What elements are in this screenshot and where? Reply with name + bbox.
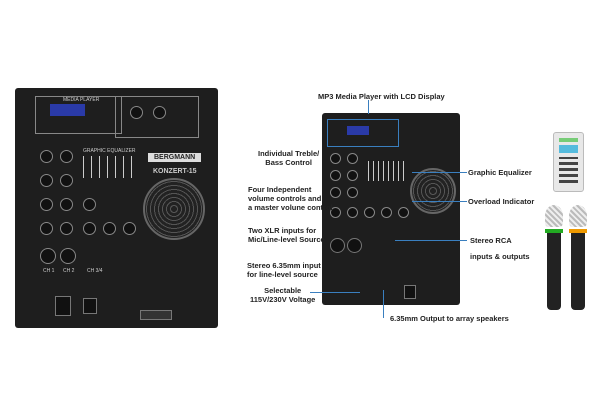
model-label: KONZERT-15	[153, 168, 197, 175]
amplifier-diagram-photo	[322, 113, 460, 305]
equalizer-label: GRAPHIC EQUALIZER	[83, 148, 136, 154]
microphone-photo	[544, 205, 564, 310]
callout-equalizer: Graphic Equalizer	[468, 168, 532, 177]
media-player-label: MEDIA PLAYER	[63, 97, 100, 103]
remote-control-photo	[553, 132, 584, 192]
callout-output: 6.35mm Output to array speakers	[390, 314, 509, 323]
callout-treble-bass: Individual Treble/Bass Control	[258, 149, 320, 167]
callout-overload: Overload Indicator	[468, 197, 535, 206]
microphone-photo	[568, 205, 588, 310]
amplifier-panel-photo: MEDIA PLAYER GRAPHIC EQUALIZER BERGMANN …	[15, 88, 218, 328]
brand-logo: BERGMANN	[148, 153, 202, 162]
callout-mp3-player: MP3 Media Player with LCD Display	[318, 92, 445, 101]
